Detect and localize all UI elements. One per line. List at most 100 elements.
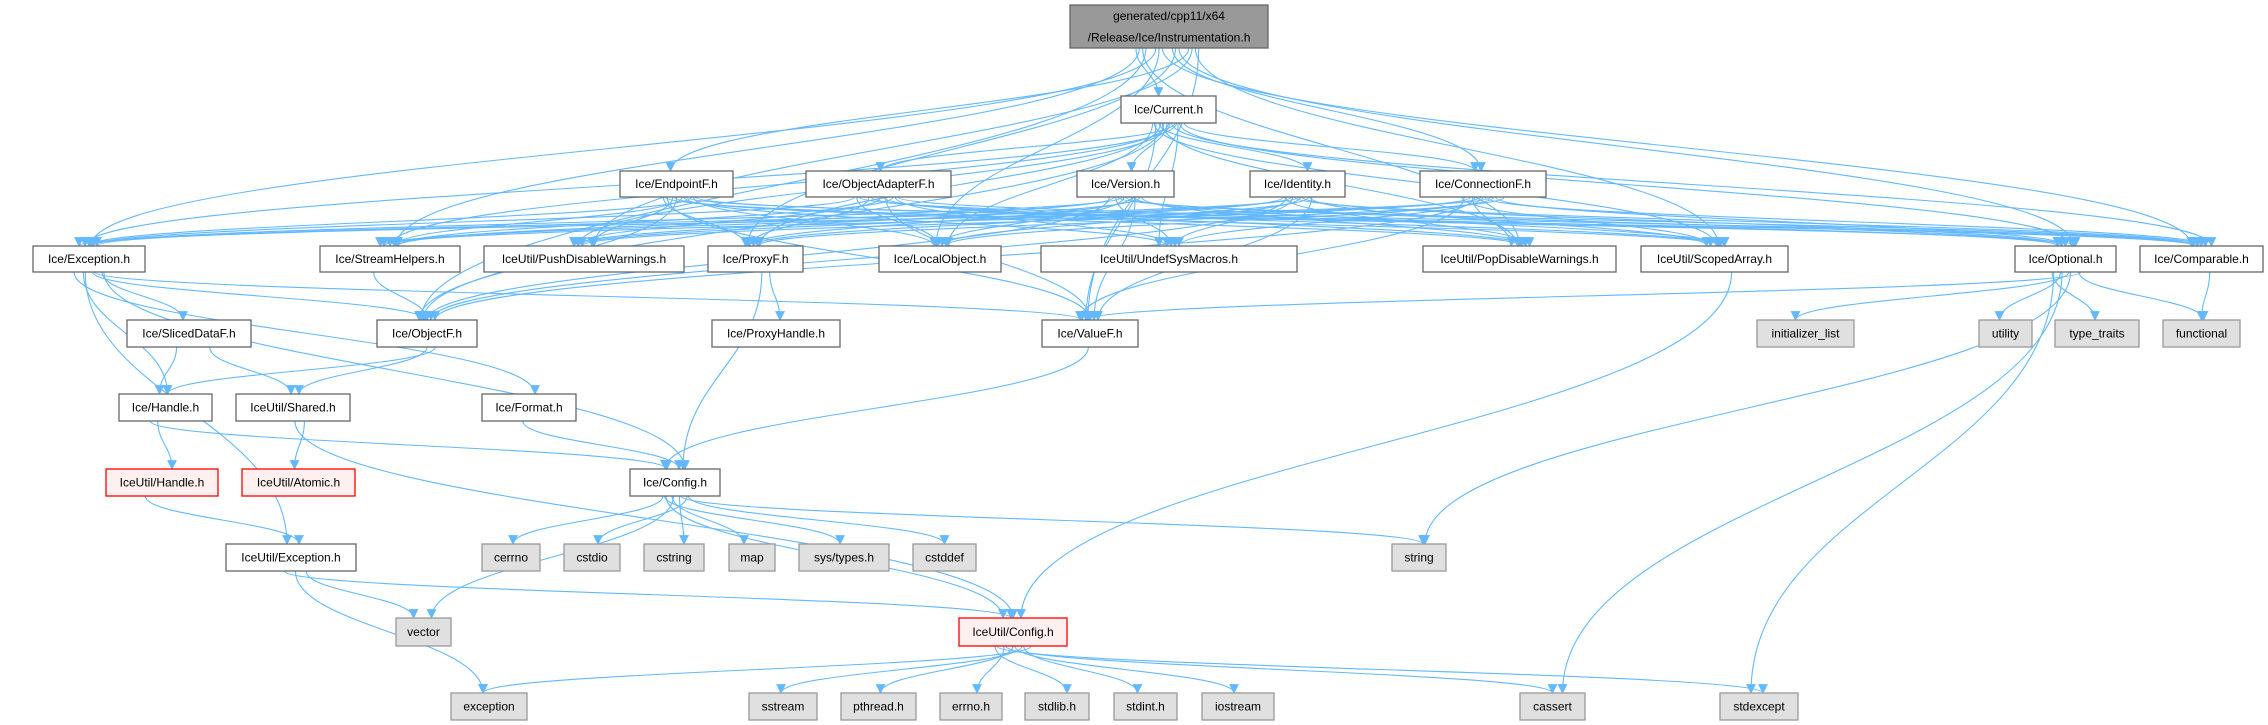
node-box [2162,319,2241,348]
edge-current-to-identity [1158,122,1313,172]
node-iu-handle[interactable]: IceUtil/Handle.h [105,468,219,497]
node-box [1120,95,1217,124]
node-objectadapterf[interactable]: Ice/ObjectAdapterF.h [805,170,952,198]
edge-current-to-connectionf [1183,122,1480,172]
node-exception-h[interactable]: Ice/Exception.h [32,245,146,273]
node-sliceddataf[interactable]: Ice/SlicedDataF.h [126,319,252,348]
node-label: Ice/Comparable.h [2154,252,2249,266]
node-config[interactable]: Ice/Config.h [629,468,721,497]
node-label: IceUtil/Atomic.h [257,476,340,490]
edge-optional-to-valuef [1081,271,2082,321]
node-objectf[interactable]: Ice/ObjectF.h [376,319,478,348]
node-label: Ice/SlicedDataF.h [142,327,235,341]
node-optional[interactable]: Ice/Optional.h [2014,245,2117,273]
edge-iu_config-to-errno [972,645,1005,694]
node-box [395,617,452,647]
edge-objectadapterf-to-comparable [897,196,2202,247]
edge-optional-to-string [1420,271,2072,545]
edge-iu_config-to-exception [478,645,1032,694]
node-comparable[interactable]: Ice/Comparable.h [2139,245,2264,273]
edge-connectionf-to-popdw [1471,196,1517,247]
edge-config-to-cstddef [687,495,950,545]
edge-optional-to-utility [1994,271,2061,321]
node-iu-config[interactable]: IceUtil/Config.h [958,617,1068,647]
edge-sliceddataf-to-handle [154,346,178,395]
node-box [105,468,219,497]
node-box [643,543,705,572]
edges-layer [73,47,2217,694]
node-box [563,543,621,572]
edge-iu_config-to-iostream [1014,645,1239,694]
node-box [619,170,734,198]
node-label: IceUtil/Exception.h [241,551,340,565]
edge-config-to-string [680,495,1428,545]
node-localobject[interactable]: Ice/LocalObject.h [878,245,1002,273]
node-iu-exception[interactable]: IceUtil/Exception.h [225,543,357,572]
node-systypes: sys/types.h [798,543,890,572]
node-shared[interactable]: IceUtil/Shared.h [235,393,351,422]
edge-version-to-optional [1124,196,2063,247]
node-pushdw[interactable]: IceUtil/PushDisableWarnings.h [483,245,685,273]
node-current[interactable]: Ice/Current.h [1120,95,1217,124]
nodes-layer: generated/cpp11/x64/Release/Ice/Instrume… [32,4,2264,721]
edge-comparable-to-functional [2196,271,2211,321]
node-functional: functional [2162,319,2241,348]
node-box [1249,170,1346,198]
node-valuef[interactable]: Ice/ValueF.h [1041,319,1139,348]
edge-root-to-comparable [1161,47,2197,247]
node-box [1113,692,1178,721]
node-handle[interactable]: Ice/Handle.h [118,393,213,422]
node-label: cstddef [925,551,964,565]
node-label: Ice/Handle.h [132,401,199,415]
edge-handle-to-config [149,420,672,470]
node-label: map [740,551,764,565]
edge-objectf-to-shared [294,346,428,395]
node-endpointf[interactable]: Ice/EndpointF.h [619,170,734,198]
edge-exception_h-to-config [103,271,690,470]
node-label: IceUtil/UndefSysMacros.h [1100,252,1238,266]
node-streamhelpers[interactable]: Ice/StreamHelpers.h [319,245,461,273]
edge-current-to-comparable [1171,122,2217,247]
edge-root-to-connectionf [1171,47,1486,172]
edge-objectadapterf-to-scopedarray [870,196,1730,247]
node-identity[interactable]: Ice/Identity.h [1249,170,1346,198]
node-label: functional [2176,327,2227,341]
node-stdlib: stdlib.h [1024,692,1090,721]
edge-identity-to-scopedarray [1309,196,1712,247]
node-box [1201,692,1275,721]
node-label: IceUtil/Handle.h [120,476,205,490]
node-scopedarray[interactable]: IceUtil/ScopedArray.h [1640,245,1789,273]
node-box [1719,692,1799,721]
node-connectionf[interactable]: Ice/ConnectionF.h [1419,170,1547,198]
edge-config-to-map [671,495,749,545]
edge-connectionf-to-scopedarray [1461,196,1716,247]
node-box [225,543,357,572]
node-label: Ice/Optional.h [2028,252,2102,266]
edge-valuef-to-config [660,346,1089,470]
node-proxyhandle[interactable]: Ice/ProxyHandle.h [711,319,841,348]
edge-version-to-streamhelpers [393,196,1115,247]
edge-streamhelpers-to-objectf [373,271,432,321]
edge-format-to-config [522,420,684,470]
edge-identity-to-popdw [1284,196,1535,247]
node-format[interactable]: Ice/Format.h [481,393,577,422]
node-root[interactable]: generated/cpp11/x64/Release/Ice/Instrume… [1069,4,1269,49]
node-popdw[interactable]: IceUtil/PopDisableWarnings.h [1422,245,1617,273]
node-box [1391,543,1447,572]
node-label: pthread.h [853,700,904,714]
node-box [840,692,917,721]
node-label: vector [407,625,440,639]
node-vector: vector [395,617,452,647]
node-undefsys[interactable]: IceUtil/UndefSysMacros.h [1040,245,1298,273]
node-proxyf[interactable]: Ice/ProxyF.h [707,245,804,273]
node-box [450,692,528,721]
node-label: Ice/Exception.h [48,252,130,266]
node-label: Ice/StreamHelpers.h [335,252,444,266]
node-initializer-list: initializer_list [1756,319,1855,348]
node-label: Ice/Identity.h [1264,177,1331,191]
node-box [235,393,351,422]
node-version[interactable]: Ice/Version.h [1076,170,1175,198]
node-atomic[interactable]: IceUtil/Atomic.h [241,468,356,497]
node-label: utility [1992,327,2019,341]
node-box [878,245,1002,273]
